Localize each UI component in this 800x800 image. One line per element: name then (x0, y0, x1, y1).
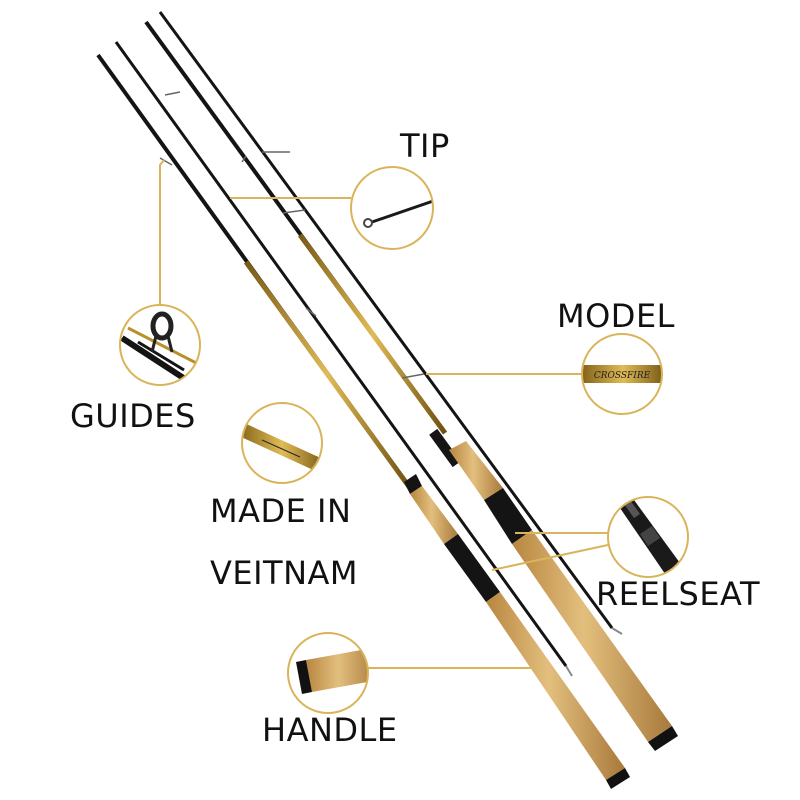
rod-b (144, 20, 678, 751)
guides-detail-circle (119, 304, 201, 386)
label-made-in-line2: VEITNAM (210, 554, 359, 592)
label-tip: TIP (400, 127, 450, 165)
crossfire-logo: CROSSFIRE (594, 371, 651, 381)
reelseat-callout-line-2 (491, 544, 609, 571)
made-in-detail-circle (241, 402, 323, 484)
rod-d (96, 53, 630, 789)
rod-tip-section-a (158, 11, 623, 635)
handle-detail-circle (287, 632, 369, 714)
label-handle: HANDLE (262, 711, 398, 749)
rod-tip-section-c (114, 41, 573, 677)
label-reelseat: REELSEAT (596, 575, 760, 613)
model-detail-circle (581, 333, 663, 415)
tip-detail-circle (350, 166, 434, 250)
label-made-in-line1: MADE IN (210, 492, 352, 530)
label-model: MODEL (557, 297, 675, 335)
reelseat-detail-circle (607, 496, 689, 578)
label-guides: GUIDES (70, 397, 196, 435)
guides-callout-line (159, 159, 165, 305)
callout-lines (159, 159, 609, 669)
